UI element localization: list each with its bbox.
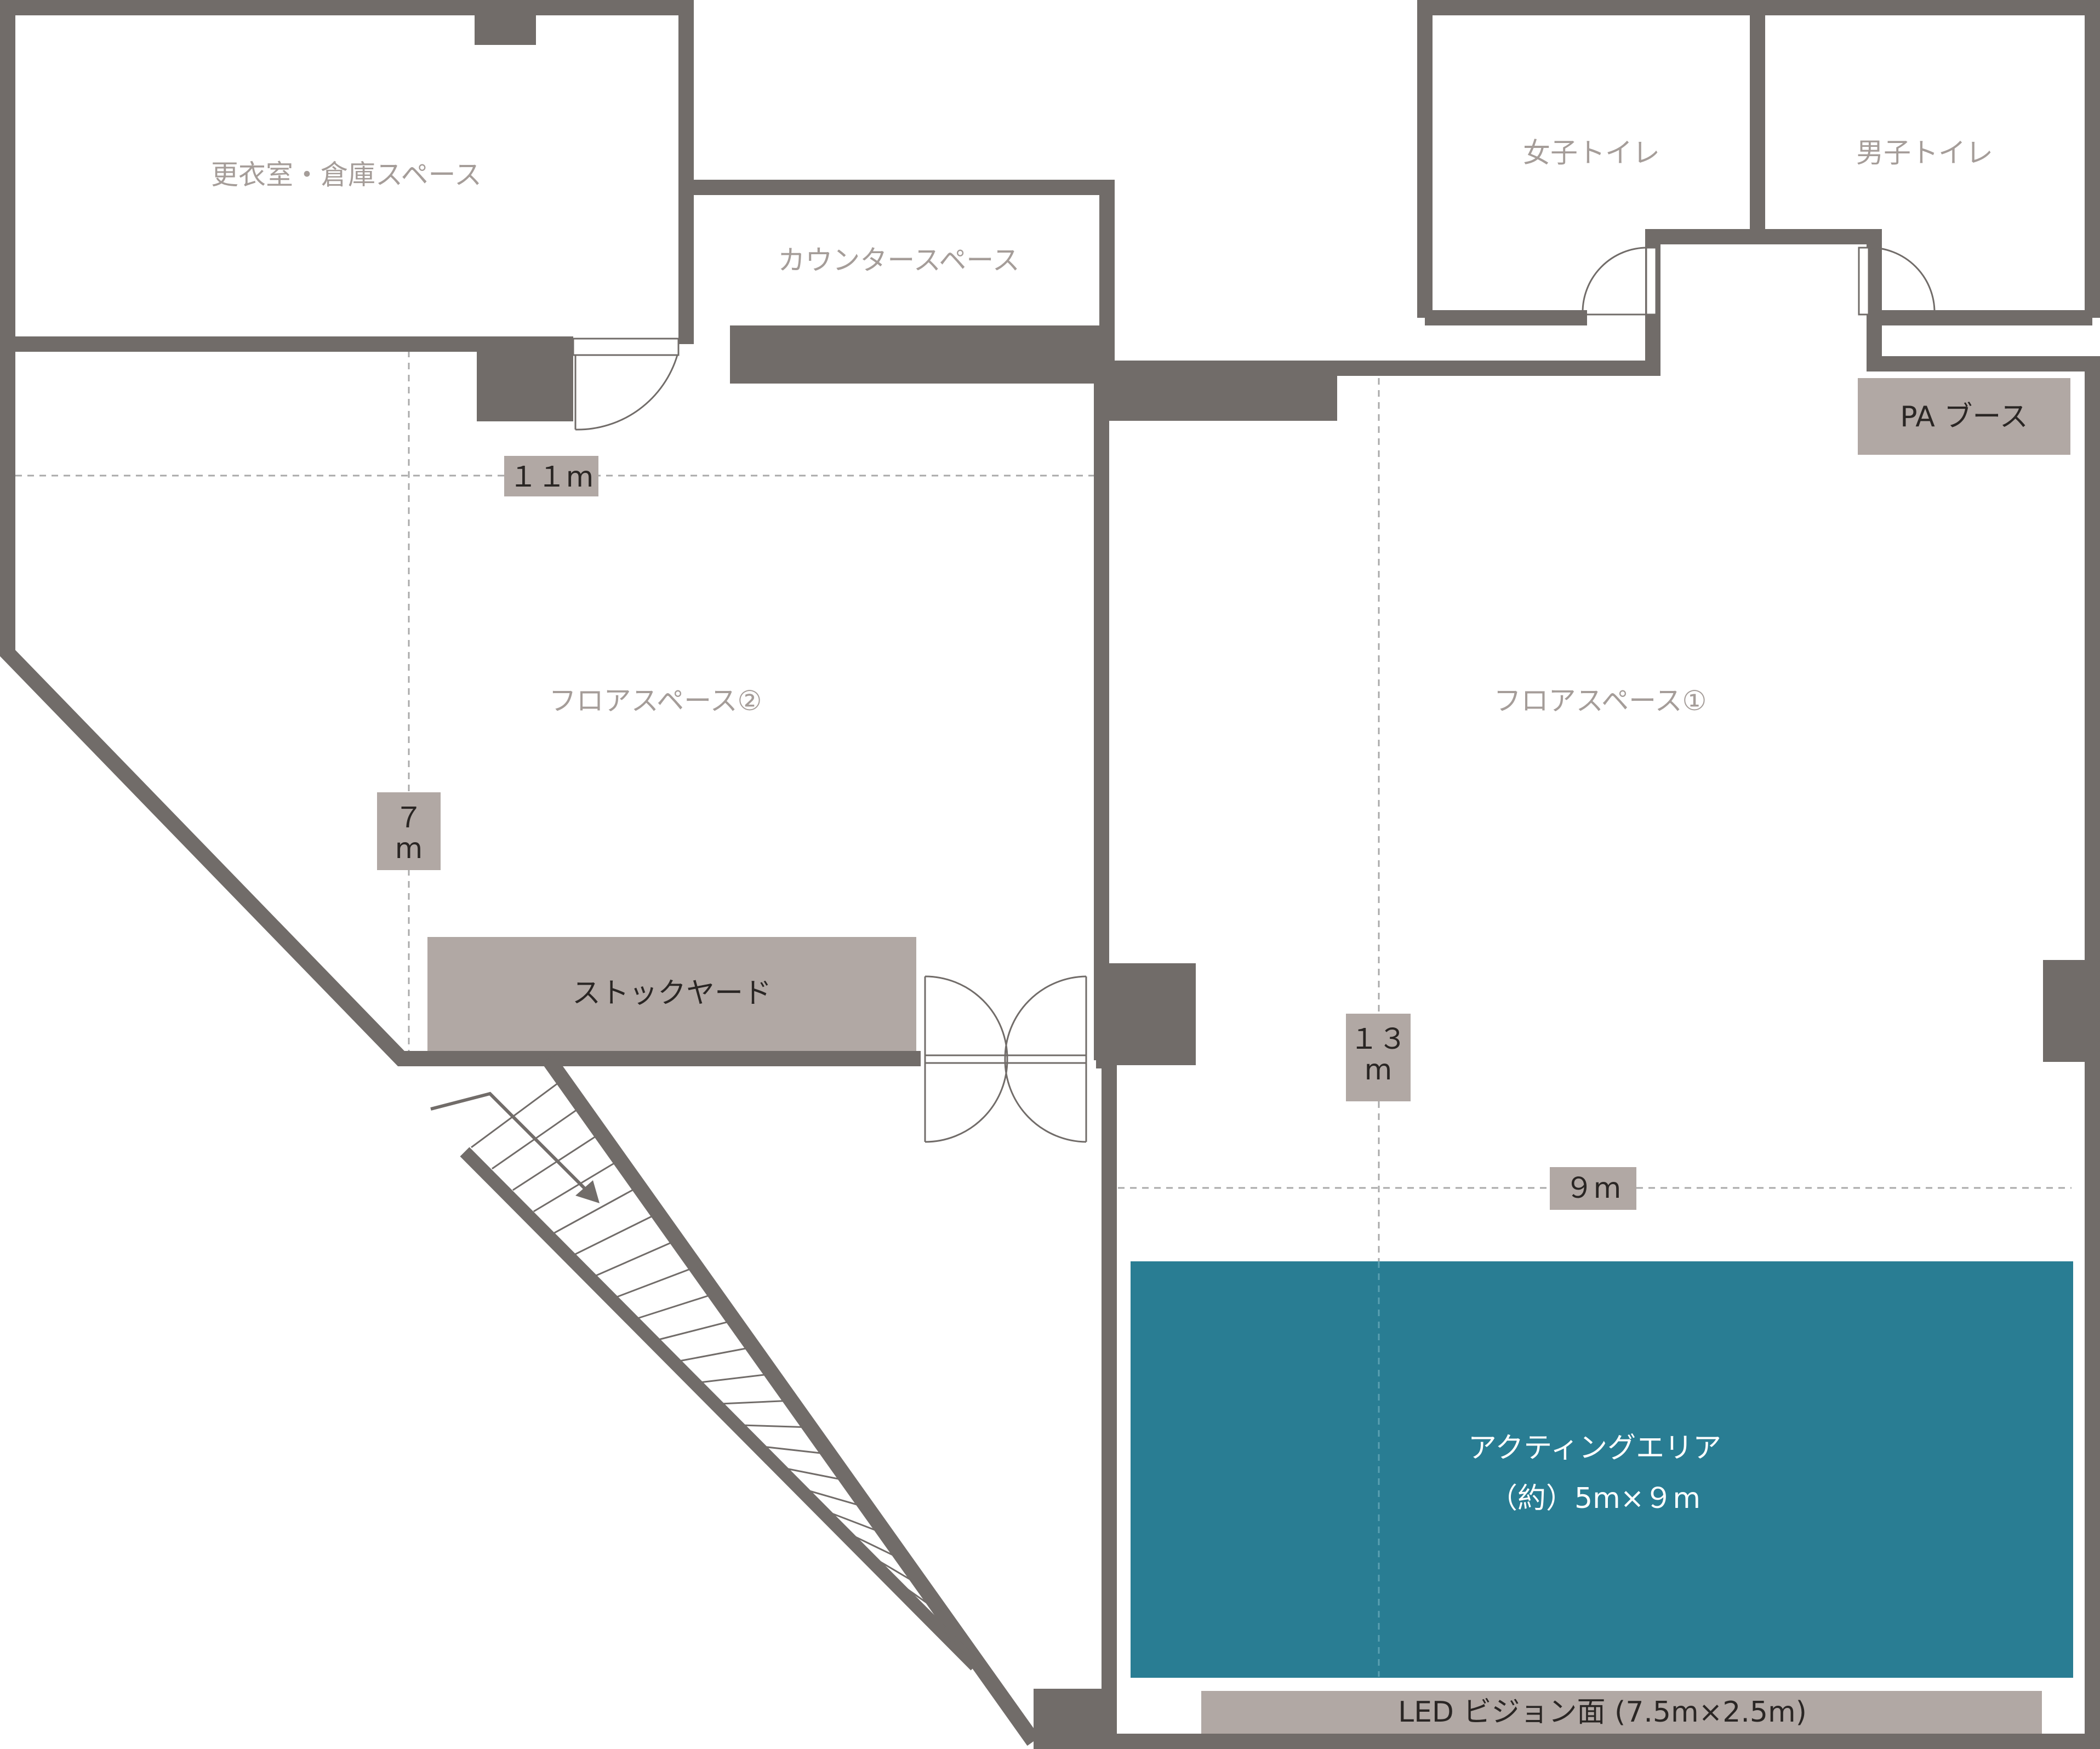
stair-tread	[844, 1531, 907, 1563]
pillar-floor1	[1102, 963, 1196, 1065]
floor2-depth-tag	[377, 792, 441, 870]
west-wall	[0, 344, 921, 1066]
stairs-icon	[430, 1077, 1022, 1723]
stair-tread	[492, 1104, 584, 1170]
stair-tread	[471, 1077, 565, 1148]
east-pillar	[2043, 960, 2100, 1062]
changing-room-label: 更衣室・倉庫スペース	[211, 159, 482, 191]
stair-inner-rail	[460, 1147, 980, 1671]
floor1-width-tag	[1550, 1167, 1636, 1210]
south-wall-block	[1034, 1689, 1117, 1749]
changing-room-wall	[0, 0, 694, 344]
stair-tread	[886, 1574, 945, 1616]
counter-wall-block	[730, 325, 1115, 384]
pa-booth-label: PA ブース	[1900, 401, 2028, 433]
stair-tread	[616, 1265, 698, 1298]
stair-tread	[637, 1292, 717, 1319]
acting-area-size: （約）5m×９m	[1489, 1482, 1700, 1515]
stair-tread	[595, 1238, 679, 1277]
womens-toilet-label: 女子トイレ	[1523, 137, 1660, 169]
floor2-depth-unit: m	[395, 832, 423, 865]
floor1-depth-num: １３	[1350, 1023, 1407, 1056]
floor1-depth-tag	[1346, 1014, 1411, 1101]
changing-door-leaf	[572, 338, 680, 356]
stock-yard-label: ストックヤード	[572, 977, 772, 1010]
stair-tread	[533, 1158, 622, 1213]
wall-blocks	[475, 8, 2100, 1749]
stair-tread	[783, 1467, 850, 1482]
mens-door-leaf	[1858, 247, 1870, 316]
arrow-down-icon	[430, 1091, 598, 1202]
door-swing-icon	[572, 247, 1936, 1143]
stair-tread	[574, 1211, 660, 1255]
changing-door-arc	[575, 355, 678, 431]
floor1-depth-unit: m	[1365, 1054, 1393, 1087]
stair-tread	[658, 1319, 736, 1341]
stair-treads	[471, 1077, 1022, 1723]
womens-door-leaf	[1645, 247, 1657, 316]
stair-tread	[803, 1488, 869, 1509]
floor2-width-tag	[504, 456, 598, 496]
pillar-floor2	[477, 336, 573, 421]
stock-yard	[427, 937, 916, 1051]
corridor-wall-block	[1102, 362, 1337, 421]
womens-door-arc	[1582, 247, 1648, 314]
stair-tread	[741, 1424, 812, 1428]
counter-wall	[686, 180, 1115, 368]
stair-tread	[928, 1616, 983, 1670]
stair-tread	[553, 1185, 641, 1234]
floor2-wall-joint	[1096, 1051, 1109, 1068]
stair-tread	[824, 1510, 888, 1536]
stock-door-right-arc	[1004, 975, 1087, 1143]
changing-room-notch	[475, 8, 536, 45]
led-vision	[1201, 1691, 2042, 1734]
stock-door-left-arc	[925, 975, 1008, 1143]
counter-space-label: カウンタースペース	[778, 244, 1020, 276]
stair-tread	[720, 1399, 793, 1405]
stair-tread	[969, 1660, 1022, 1723]
arrow-head	[575, 1180, 600, 1203]
acting-area	[1131, 1261, 2073, 1678]
floor2-depth-num: ７	[395, 802, 423, 835]
stair-tread	[678, 1346, 755, 1362]
stair-tread	[699, 1373, 774, 1384]
floor1-width-label: ９m	[1565, 1172, 1622, 1205]
stair-tread	[762, 1445, 831, 1455]
floor-space-2-label: フロアスペース②	[549, 685, 762, 717]
stair-tread	[865, 1552, 926, 1590]
mens-toilet-label: 男子トイレ	[1856, 137, 1993, 169]
stair-tread	[907, 1595, 964, 1643]
pa-booth	[1858, 378, 2070, 455]
mens-door-arc	[1868, 247, 1936, 314]
floor2-width-label: １１m	[509, 461, 594, 494]
floor-space-1-label: フロアスペース①	[1494, 685, 1707, 717]
corridor-west-wall	[1107, 229, 2100, 376]
acting-area-title: アクティングエリア	[1468, 1432, 1721, 1465]
led-vision-label: LED ビジョン面 (7.5m×2.5m)	[1398, 1696, 1807, 1729]
